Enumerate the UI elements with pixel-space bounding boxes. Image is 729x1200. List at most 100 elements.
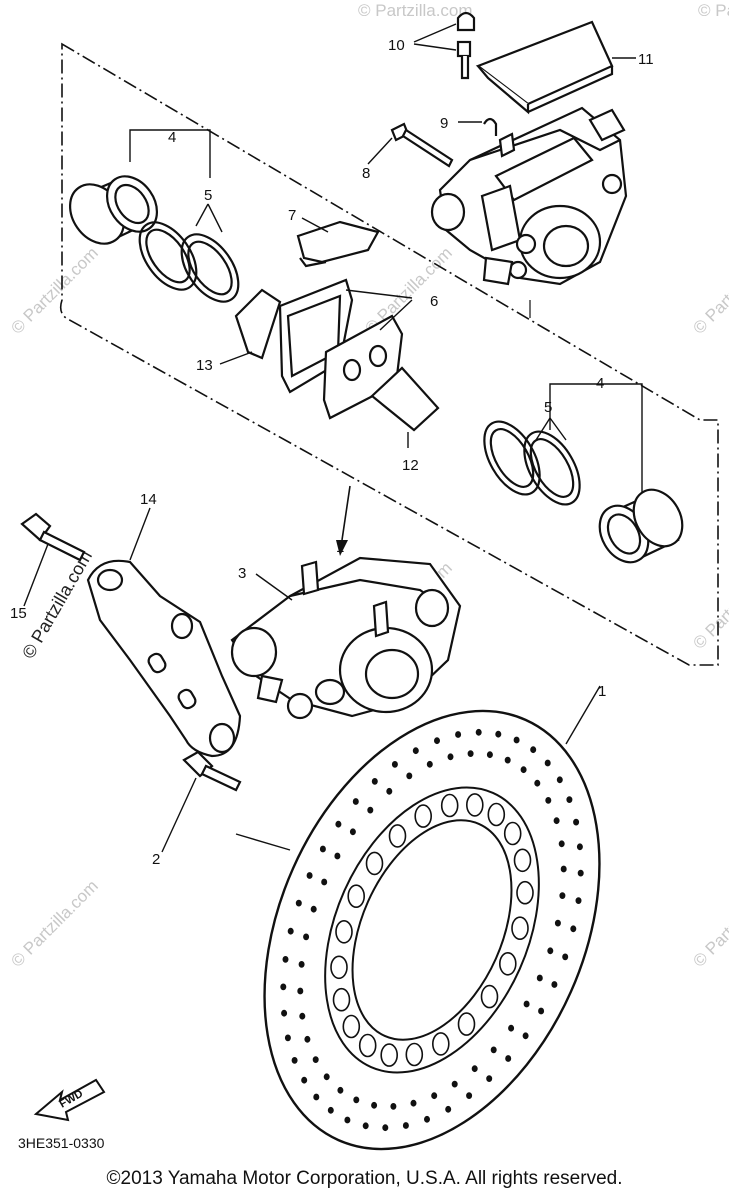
disc-drill-hole	[534, 779, 541, 787]
disc-drill-hole	[349, 828, 356, 836]
disc-mount-hole	[465, 793, 484, 817]
disc-drill-hole	[335, 820, 342, 828]
callout-7: 7	[288, 207, 296, 224]
disc-drill-hole	[386, 787, 393, 795]
disc-drill-hole	[412, 747, 419, 755]
watermark: © Partzilla.com	[18, 547, 96, 662]
seal-right-2	[523, 430, 581, 506]
disc-bolt	[182, 750, 242, 792]
disc-drill-hole	[522, 1032, 529, 1040]
watermark: © Partzilla.com	[358, 1, 473, 20]
disc-drill-hole	[337, 1086, 344, 1094]
disc-mount-hole	[335, 919, 353, 944]
disc-drill-hole	[301, 1076, 308, 1084]
watermark: © Partzilla.com	[698, 1, 729, 20]
disc-drill-hole	[284, 1034, 291, 1042]
watermark: © Partzilla.com	[361, 243, 455, 337]
disc-mount-hole	[513, 848, 532, 873]
disc-drill-hole	[523, 1000, 530, 1008]
pad-shim-left	[234, 288, 282, 360]
disc-drill-hole	[306, 872, 313, 879]
forward-arrow-icon: FWD	[33, 1078, 106, 1122]
disc-drill-hole	[486, 1075, 493, 1082]
callout-13: 13	[196, 357, 213, 374]
brake-disc	[263, 709, 601, 1151]
disc-drill-hole	[410, 1099, 417, 1107]
disc-drill-hole	[577, 869, 584, 877]
callout-8: 8	[362, 165, 370, 182]
disc-drill-hole	[280, 983, 287, 991]
disc-drill-hole	[334, 852, 341, 860]
disc-drill-hole	[447, 753, 454, 761]
disc-drill-hole	[426, 760, 433, 768]
disc-drill-hole	[423, 1115, 430, 1123]
disc-drill-hole	[445, 1105, 452, 1113]
callout-12: 12	[402, 457, 419, 474]
disc-mount-hole	[332, 987, 351, 1012]
callout-4: 4	[596, 375, 604, 392]
disc-drill-hole	[402, 1122, 409, 1129]
disc-drill-hole	[490, 1046, 497, 1054]
pad-cover	[475, 20, 614, 115]
diagram-code: 3HE351-0330	[18, 1135, 105, 1151]
disc-mount-hole	[503, 821, 522, 846]
disc-drill-hole	[545, 797, 552, 804]
disc-drill-hole	[575, 897, 582, 904]
disc-drill-holes	[280, 728, 584, 1132]
disc-drill-hole	[390, 1103, 397, 1110]
disc-drill-hole	[287, 927, 294, 935]
disc-drill-hole	[475, 728, 482, 736]
disc-drill-hole	[291, 1057, 298, 1064]
disc-drill-hole	[362, 1122, 369, 1130]
caliper-bracket	[86, 559, 242, 758]
disc-drill-hole	[467, 750, 474, 757]
disc-drill-hole	[344, 1116, 351, 1124]
callout-9: 9	[440, 115, 448, 132]
bracket-bolt	[20, 512, 86, 562]
disc-drill-hole	[471, 1065, 478, 1073]
disc-drill-hole	[553, 817, 560, 825]
disc-drill-hole	[508, 1024, 515, 1032]
disc-mount-hole	[347, 884, 366, 909]
disc-drill-hole	[513, 736, 520, 744]
disc-drill-hole	[576, 843, 583, 851]
disc-drill-hole	[554, 919, 561, 927]
disc-mount-hole	[414, 804, 433, 828]
seal-left-2	[180, 233, 240, 303]
disc-drill-hole	[455, 731, 462, 738]
disc-drill-hole	[566, 796, 573, 803]
callout-11: 11	[638, 51, 654, 68]
callout-10: 10	[388, 37, 405, 54]
callout-3: 3	[238, 565, 246, 582]
callout-2: 2	[152, 851, 160, 868]
disc-mount-hole	[511, 916, 529, 941]
disc-drill-hole	[303, 933, 310, 941]
disc-drill-hole	[530, 746, 537, 754]
disc-drill-hole	[371, 1101, 378, 1109]
callout-5: 5	[204, 187, 212, 204]
disc-drill-hole	[559, 892, 566, 899]
disc-drill-hole	[282, 956, 289, 963]
disc-drill-hole	[352, 798, 359, 805]
disc-drill-hole	[486, 751, 493, 759]
disc-drill-hole	[367, 806, 374, 814]
disc-drill-hole	[573, 818, 580, 826]
disc-mount-hole	[330, 955, 348, 980]
disc-drill-hole	[520, 766, 527, 774]
disc-drill-hole	[298, 961, 305, 968]
disc-drill-hole	[382, 1124, 389, 1132]
disc-mount-hole	[380, 1043, 399, 1067]
disc-drill-hole	[570, 925, 577, 933]
disc-drill-hole	[544, 759, 551, 767]
disc-drill-hole	[297, 987, 304, 995]
disc-drill-hole	[562, 953, 569, 961]
disc-mount-hole	[388, 824, 407, 848]
disc-drill-hole	[551, 981, 558, 988]
disc-drill-hole	[433, 737, 440, 745]
pad-spring	[296, 220, 380, 268]
callout-4: 4	[168, 129, 176, 146]
bleed-screw	[456, 11, 476, 80]
disc-drill-hole	[558, 840, 565, 848]
disc-drill-hole	[281, 1009, 288, 1017]
disc-drill-hole	[451, 1080, 458, 1088]
